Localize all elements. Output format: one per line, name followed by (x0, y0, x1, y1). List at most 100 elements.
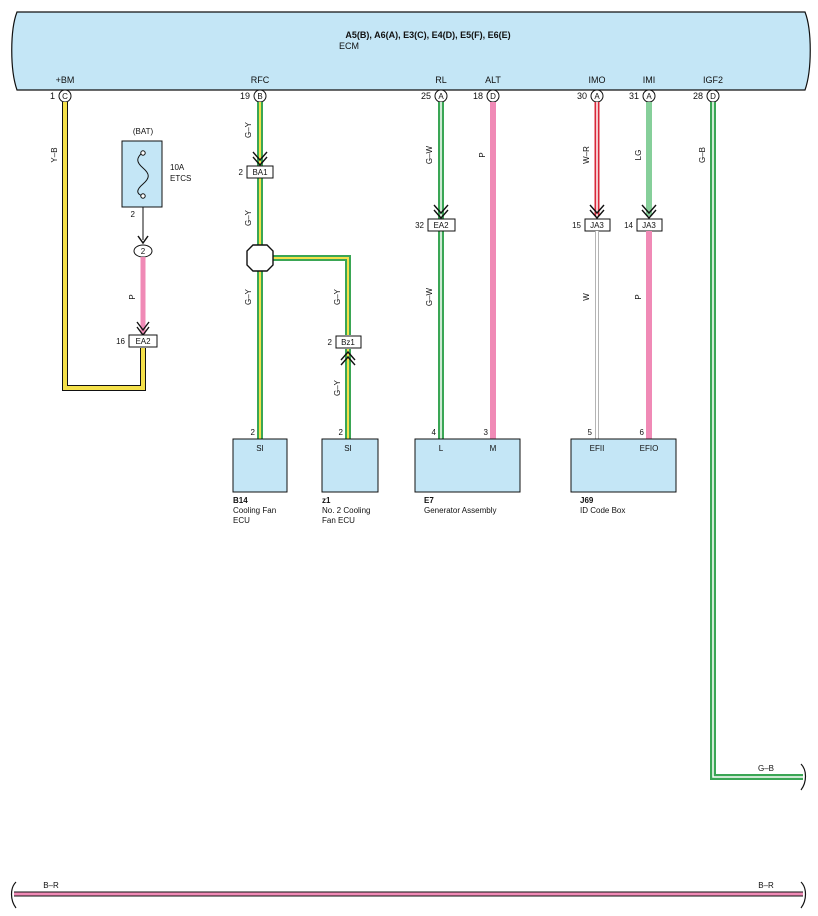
component-e7: 4 3 L M E7 Generator Assembly (414, 428, 521, 515)
connector-letter: A (438, 92, 444, 101)
wire-color-label: G–W (425, 287, 434, 306)
ecm-pin-label: RL (435, 75, 447, 85)
junction-connector (246, 244, 274, 272)
connector-letter: C (62, 92, 68, 101)
connector-name: JA3 (642, 221, 656, 230)
ecm-pin-number: 25 (421, 91, 431, 101)
component-code: J69 (580, 496, 594, 505)
connector-arrow-icon (641, 204, 657, 220)
ecm-pin-igf2: IGF2 28 D (693, 75, 723, 103)
wire-y-b (62, 102, 146, 391)
component-code: B14 (233, 496, 248, 505)
wire-color-label: G–B (758, 764, 774, 773)
ecm-pin-label: ALT (485, 75, 501, 85)
connector-arrow-icon (137, 235, 149, 245)
component-name: Fan ECU (322, 516, 355, 525)
ecm-pin-label: IMI (643, 75, 656, 85)
connector-letter: B (257, 92, 262, 101)
ecm-title: A5(B), A6(A), E3(C), E4(D), E5(F), E6(E) (345, 30, 510, 40)
ecm-pin-rl: RL 25 A (421, 75, 448, 103)
connector-ea2-box (427, 218, 456, 232)
component-pin-number: 6 (640, 428, 645, 437)
component-box (414, 438, 521, 493)
connector-arrow-icon (252, 151, 268, 167)
ecm-pin-number: 28 (693, 91, 703, 101)
wire-break-icon (800, 763, 807, 791)
component-name: ECU (233, 516, 250, 525)
connector-ea2-box (128, 334, 158, 348)
fuse-connector-pin: 2 (141, 247, 146, 256)
ecm-subtitle: ECM (339, 41, 359, 51)
wire-color-label: W–R (582, 146, 591, 164)
ecm-pin-number: 31 (629, 91, 639, 101)
ecm-pin-label: IGF2 (703, 75, 723, 85)
wire-color-label: G–Y (244, 209, 253, 226)
component-j69: 5 6 EFII EFIO J69 ID Code Box (570, 428, 677, 515)
wire-break-icon (800, 881, 807, 909)
wire-color-label: Y–B (50, 147, 59, 162)
component-pin-label: EFIO (640, 444, 659, 453)
wire-color-label: B–R (758, 881, 774, 890)
wire-color-label: P (634, 294, 643, 299)
connector-letter: D (490, 92, 496, 101)
wire-color-label: G–Y (333, 288, 342, 305)
ecm-pin-imo: IMO 30 A (577, 75, 606, 103)
wire-color-label: B–R (43, 881, 59, 890)
connector-name: BA1 (252, 168, 268, 177)
connector-pin: 2 (239, 168, 244, 177)
component-b14: 2 SI B14 Cooling Fan ECU (232, 428, 288, 525)
wire-color-label: G–Y (244, 121, 253, 138)
fuse-terminal (140, 150, 146, 156)
ecm-pin-label: RFC (251, 75, 270, 85)
wire-color-label: G–W (425, 145, 434, 164)
wire-g-b (710, 102, 803, 780)
component-pin-number: 5 (588, 428, 593, 437)
connector-pin: 2 (328, 338, 333, 347)
ecm-pin-number: 1 (50, 91, 55, 101)
connector-name: EA2 (135, 337, 151, 346)
ecm-pin-imi: IMI 31 A (629, 75, 656, 103)
component-code: z1 (322, 496, 331, 505)
ecm-pin-label: +BM (56, 75, 75, 85)
connector-pin: 15 (572, 221, 581, 230)
fuse-name: ETCS (170, 174, 191, 183)
wire-color-label: P (128, 294, 137, 299)
connector-ba1-box (246, 165, 274, 179)
component-code: E7 (424, 496, 434, 505)
connector-pin: 14 (624, 221, 633, 230)
connector-arrow-icon (589, 204, 605, 220)
connector-bz1-box (335, 335, 362, 349)
connector-pin: 16 (116, 337, 125, 346)
component-name: ID Code Box (580, 506, 625, 515)
connector-letter: A (594, 92, 600, 101)
fuse-pin: 2 (131, 210, 136, 219)
ecm-pin-bm: +BM 1 C (50, 75, 75, 103)
component-pin-number: 2 (251, 428, 256, 437)
connector-pin: 32 (415, 221, 424, 230)
connector-name: JA3 (590, 221, 604, 230)
component-pin-number: 2 (339, 428, 344, 437)
ecm-pin-label: IMO (589, 75, 606, 85)
component-box (232, 438, 288, 493)
component-name: No. 2 Cooling (322, 506, 370, 515)
ecm-pin-number: 19 (240, 91, 250, 101)
component-pin-label: L (439, 444, 444, 453)
wire-color-label: G–Y (333, 379, 342, 396)
connector-arrow-icon (433, 204, 449, 220)
component-pin-label: SI (344, 444, 352, 453)
connector-letter: D (710, 92, 716, 101)
component-pin-label: SI (256, 444, 264, 453)
wire-color-label: G–Y (244, 288, 253, 305)
component-name: Generator Assembly (424, 506, 496, 515)
component-z1: 2 SI z1 No. 2 Cooling Fan ECU (321, 428, 379, 525)
wire-color-label: W (582, 293, 591, 301)
fuse-source-label: (BAT) (133, 127, 154, 136)
connector-letter: A (646, 92, 652, 101)
wire-color-label: LG (634, 150, 643, 161)
component-pin-number: 4 (432, 428, 437, 437)
wire-break-icon (10, 881, 17, 909)
component-pin-label: M (490, 444, 497, 453)
fuse-rating: 10A (170, 163, 185, 172)
connector-name: Bz1 (341, 338, 355, 347)
